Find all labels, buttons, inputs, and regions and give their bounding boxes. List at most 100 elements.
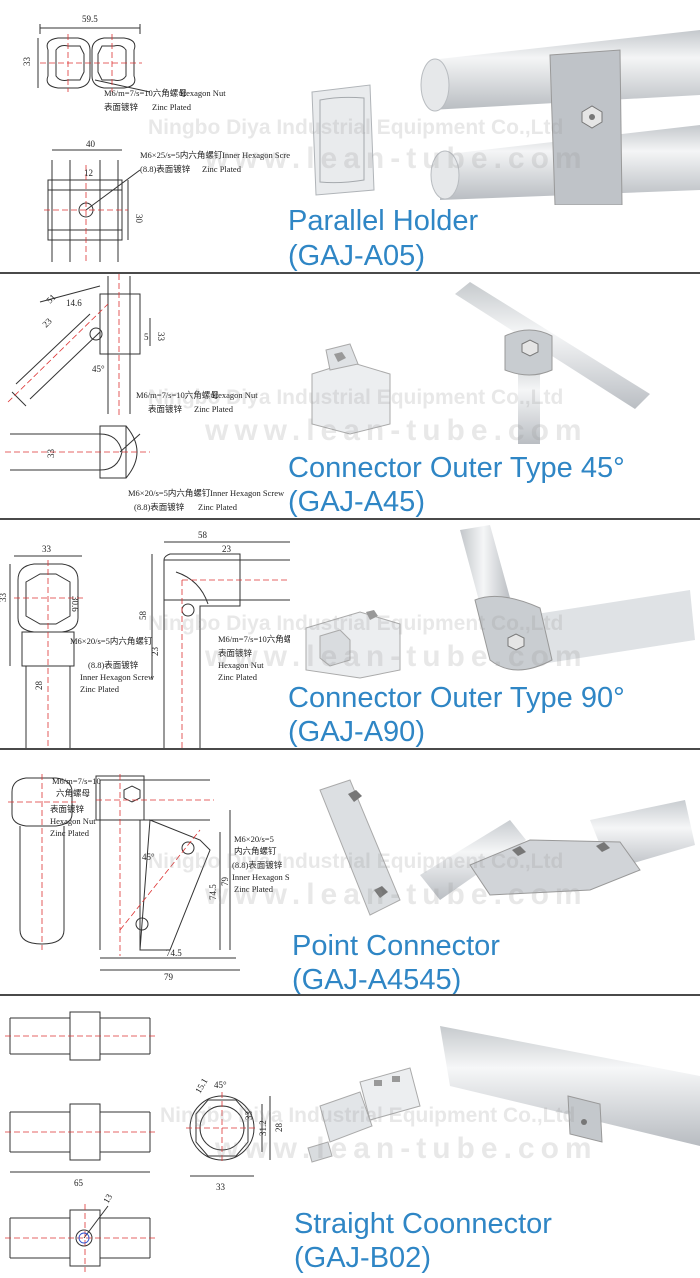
screw-spec2-cn: M6/m=7/s=10六角螺母 <box>218 634 290 644</box>
dim-33v: 33 <box>0 593 8 603</box>
dim-33: 33 <box>156 332 166 342</box>
dim-79v: 79 <box>220 877 230 887</box>
dim-79: 79 <box>164 972 174 982</box>
watermark-company: Ningbo Diya Industrial Equipment Co.,Ltd <box>148 386 564 409</box>
dim-51: 51 <box>44 292 57 305</box>
dim-45deg: 45° <box>92 364 105 374</box>
grade-plating-en: Zinc Plated <box>202 164 242 174</box>
dim-65: 65 <box>74 1178 84 1188</box>
watermark-site: www.lean-tube.com <box>205 640 588 673</box>
dim-74-5: 74.5 <box>166 948 182 958</box>
section-code: (GAJ-A45) <box>288 486 425 518</box>
screw-spec-cn: M6×20/s=5 <box>234 834 274 844</box>
dim-45deg: 45° <box>142 852 155 862</box>
grade-plating-en: Zinc Plated <box>198 502 238 512</box>
section-straight-connector: 65 33 31.2 28 15.1 45° 33 13 Ningbo Diya… <box>0 996 700 1278</box>
product-photo-straight-connector <box>307 1026 700 1163</box>
plating-cn: 表面镀锌 <box>148 404 183 414</box>
dim-15-1: 15.1 <box>193 1076 210 1095</box>
plating-en: Zinc Plated <box>194 404 234 414</box>
section-code: (GAJ-A90) <box>288 716 425 748</box>
screw-spec-en: Inner Hexagon Screw <box>210 488 285 498</box>
nut-spec-cn: M6/m=7/s=10六角螺母 <box>104 88 187 98</box>
plating2-cn: 表面镀锌 <box>218 648 253 658</box>
technical-drawing-connector-45: 14.6 51 23 33 5 45° 33 M6/m=7/s=10六角螺母 H… <box>5 274 285 512</box>
grade-cn: (8.8)表面镀锌 <box>232 860 283 870</box>
dim-12: 12 <box>84 168 93 178</box>
dim-30-6: 30.6 <box>70 596 80 612</box>
watermark-site: www.lean-tube.com <box>205 142 588 175</box>
dim-40: 40 <box>86 139 96 149</box>
nut-en: Hexagon Nut <box>50 816 96 826</box>
section-divider <box>0 272 700 274</box>
section-divider <box>0 994 700 996</box>
dim-30: 30 <box>134 214 144 224</box>
dim-33b: 33 <box>46 449 56 459</box>
plating-en: Zinc Plated <box>50 828 90 838</box>
plating-cn: 表面镀锌 <box>50 804 85 814</box>
dim-23: 23 <box>222 544 232 554</box>
screw-spec-cn: M6×20/s=5内六角螺钉 <box>128 488 211 498</box>
dim-23v: 23 <box>150 647 160 657</box>
dim-28: 28 <box>274 1123 284 1133</box>
section-code: (GAJ-B02) <box>294 1242 431 1274</box>
nut-en: Hexagon Nut <box>218 660 264 670</box>
dim-14-6: 14.6 <box>66 298 82 308</box>
plating-cn: 表面镀锌 <box>104 102 139 112</box>
product-photo-connector-45 <box>311 282 650 444</box>
dim-33h: 33 <box>244 1111 254 1121</box>
dim-58: 58 <box>198 530 208 540</box>
grade-plating-cn: (8.8)表面镀锌 <box>140 164 191 174</box>
grade-plating-cn: (8.8)表面镀锌 <box>134 502 185 512</box>
product-photo-connector-90 <box>305 525 695 679</box>
nut-spec-cn: M6/m=7/s=10六角螺母 <box>136 390 219 400</box>
section-connector-90: 33 33 30.6 28 58 23 58 23 M6×20/s=5内六角螺钉… <box>0 520 700 748</box>
dim-13: 13 <box>101 1192 114 1205</box>
product-photo-point-connector <box>319 779 695 916</box>
screw-spec-cn: M6×25/s=5内六角螺钉 <box>140 150 223 160</box>
watermark-company: Ningbo Diya Industrial Equipment Co.,Ltd <box>148 116 564 139</box>
dim-58v: 58 <box>138 611 148 621</box>
grade-en: Zinc Plated <box>234 884 274 894</box>
section-title: Straight Coonnector <box>294 1208 552 1240</box>
screw-spec-en: Inner Hexagon Screw <box>80 672 155 682</box>
technical-drawing-straight-connector: 65 33 31.2 28 15.1 45° 33 13 <box>5 1011 284 1272</box>
dim-33: 33 <box>216 1182 226 1192</box>
screw-spec-cn: M6×20/s=5内六角螺钉 <box>70 636 153 646</box>
section-code: (GAJ-A05) <box>288 240 425 272</box>
dim-33: 33 <box>42 544 52 554</box>
watermark-site: www.lean-tube.com <box>205 414 588 447</box>
plating-en: Zinc Plated <box>80 684 120 694</box>
watermark-company: Ningbo Diya Industrial Equipment Co.,Ltd <box>160 1104 576 1127</box>
section-connector-45: 14.6 51 23 33 5 45° 33 M6/m=7/s=10六角螺母 H… <box>0 274 700 518</box>
nut-spec-en: Hexagon Nut <box>212 390 258 400</box>
section-title: Point Connector <box>292 930 500 962</box>
technical-drawing-connector-90: 33 33 30.6 28 58 23 58 23 M6×20/s=5内六角螺钉… <box>0 530 290 748</box>
section-parallel-holder: 59.5 33 M6/m=7/s=10六角螺母 Hexagon Nut 表面镀锌… <box>0 0 700 272</box>
section-point-connector: M6/m=7/s=10 六角螺母 表面镀锌 Hexagon Nut Zinc P… <box>0 750 700 994</box>
watermark-company: Ningbo Diya Industrial Equipment Co.,Ltd <box>148 850 564 873</box>
section-code: (GAJ-A4545) <box>292 964 462 994</box>
watermark-site: www.lean-tube.com <box>215 1132 598 1165</box>
dim-width: 59.5 <box>82 14 98 24</box>
watermark-company: Ningbo Diya Industrial Equipment Co.,Ltd <box>148 612 564 635</box>
section-divider <box>0 748 700 750</box>
dim-28: 28 <box>34 681 44 691</box>
section-title: Connector Outer Type 45° <box>288 452 625 484</box>
screw-en: Inner Hexagon Screw <box>232 872 290 882</box>
plating2-en: Zinc Plated <box>218 672 258 682</box>
dim-74-5v: 74.5 <box>208 884 218 900</box>
dim-height: 33 <box>22 57 32 67</box>
technical-drawing-parallel-holder: 59.5 33 M6/m=7/s=10六角螺母 Hexagon Nut 表面镀锌… <box>22 14 290 262</box>
grade-cn: (8.8)表面镀锌 <box>88 660 139 670</box>
dim-23: 23 <box>40 316 54 330</box>
dim-5: 5 <box>144 332 149 342</box>
product-photo-parallel-holder <box>311 30 700 205</box>
dim-45deg: 45° <box>214 1080 227 1090</box>
nut-spec-cn: M6/m=7/s=10 <box>52 776 101 786</box>
technical-drawing-point-connector: M6/m=7/s=10 六角螺母 表面镀锌 Hexagon Nut Zinc P… <box>8 774 290 982</box>
dim-31-2: 31.2 <box>258 1120 268 1136</box>
nut-spec-cn2: 六角螺母 <box>56 788 90 798</box>
section-title: Parallel Holder <box>288 205 479 237</box>
section-divider <box>0 518 700 520</box>
